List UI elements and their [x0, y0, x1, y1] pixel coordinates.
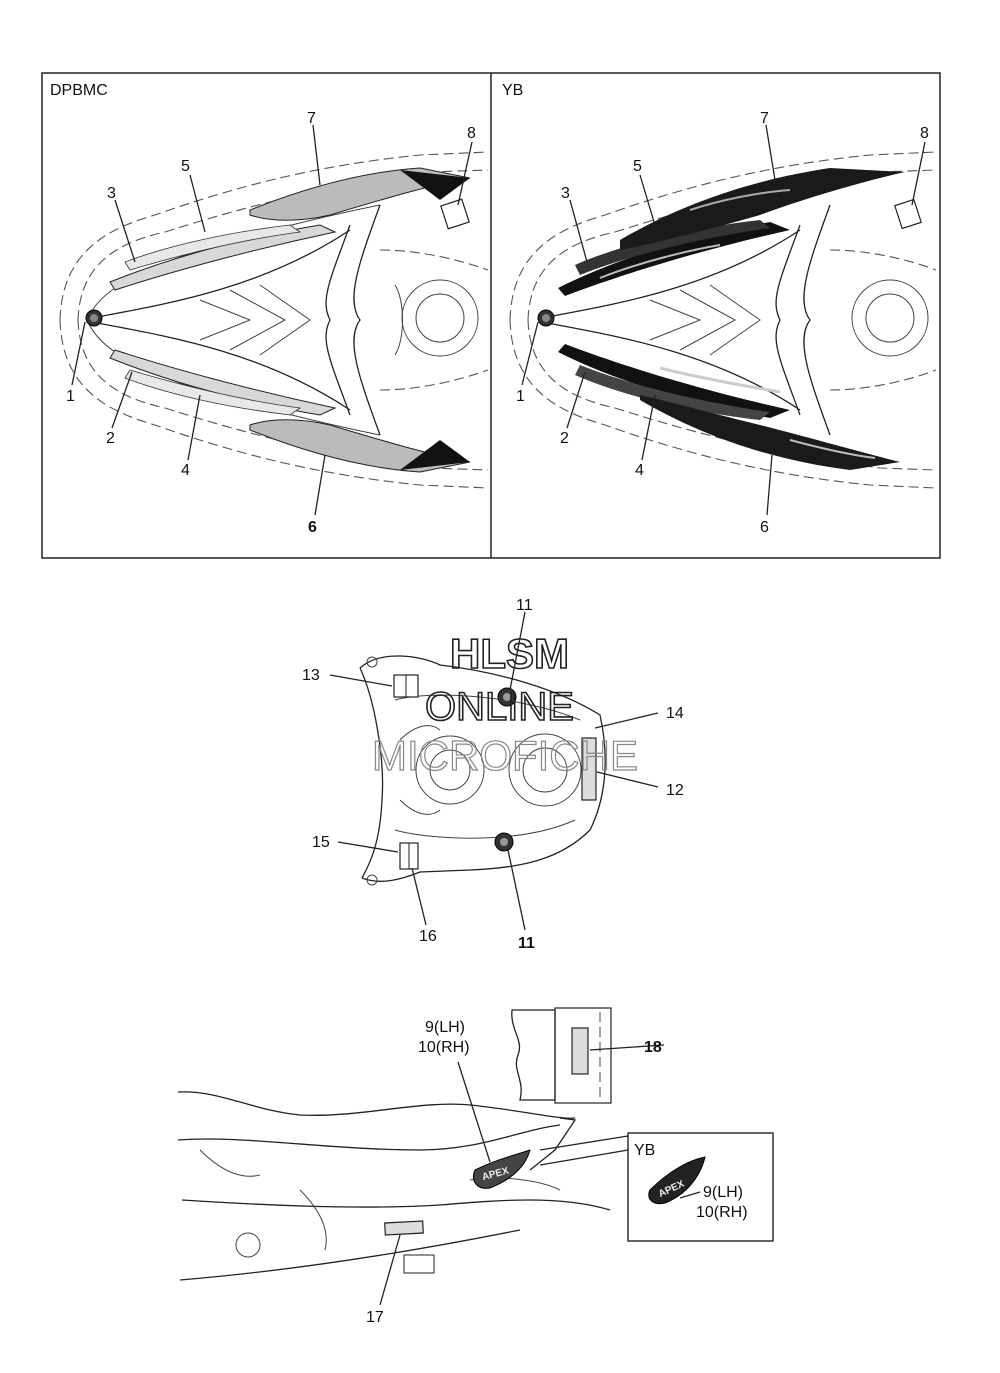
callout-17: 17 — [366, 1309, 384, 1326]
callout-11-top: 11 — [516, 597, 533, 614]
callout-11-bottom: 11 — [518, 935, 535, 952]
callout-right-7: 7 — [760, 110, 769, 127]
callout-right-6: 6 — [760, 519, 769, 536]
inset-callout-10-rh: 10(RH) — [696, 1204, 748, 1221]
callout-left-4: 4 — [181, 462, 190, 479]
callout-left-8: 8 — [467, 125, 476, 142]
callout-14: 14 — [666, 705, 684, 722]
hood-underside-drawing — [359, 655, 606, 886]
callout-right-8: 8 — [920, 125, 929, 142]
callout-leaders-right — [521, 124, 926, 516]
callout-right-2: 2 — [560, 430, 569, 447]
callout-left-3: 3 — [107, 185, 116, 202]
hood-drawing-yb — [509, 151, 937, 489]
callout-18: 18 — [644, 1039, 662, 1056]
callout-9-lh: 9(LH) — [425, 1019, 465, 1036]
callout-16: 16 — [419, 928, 437, 945]
callout-right-3: 3 — [561, 185, 570, 202]
panel-code-yb: YB — [502, 82, 523, 99]
hood-drawing-dpbmc — [59, 151, 489, 489]
callout-leaders-bottom — [379, 1044, 701, 1306]
callout-15: 15 — [312, 834, 330, 851]
callout-left-6: 6 — [308, 519, 317, 536]
callout-left-2: 2 — [106, 430, 115, 447]
callout-right-1: 1 — [516, 388, 525, 405]
callout-left-1: 1 — [66, 388, 75, 405]
callout-right-5: 5 — [633, 158, 642, 175]
callout-12: 12 — [666, 782, 684, 799]
callout-leaders-left — [71, 124, 473, 516]
inset-code-yb: YB — [634, 1142, 655, 1159]
inset-callout-9-lh: 9(LH) — [703, 1184, 743, 1201]
watermark-line1: HLSM — [450, 630, 569, 677]
callout-13: 13 — [302, 667, 320, 684]
watermark-line2: ONLINE — [425, 685, 574, 729]
side-view-drawing — [177, 1007, 774, 1281]
panel-code-dpbmc: DPBMC — [50, 82, 108, 99]
callout-10-rh: 10(RH) — [418, 1039, 470, 1056]
callout-right-4: 4 — [635, 462, 644, 479]
callout-left-7: 7 — [307, 110, 316, 127]
watermark-line3: MICROFICHE — [372, 732, 638, 779]
callout-leaders-middle — [329, 611, 659, 931]
callout-left-5: 5 — [181, 158, 190, 175]
